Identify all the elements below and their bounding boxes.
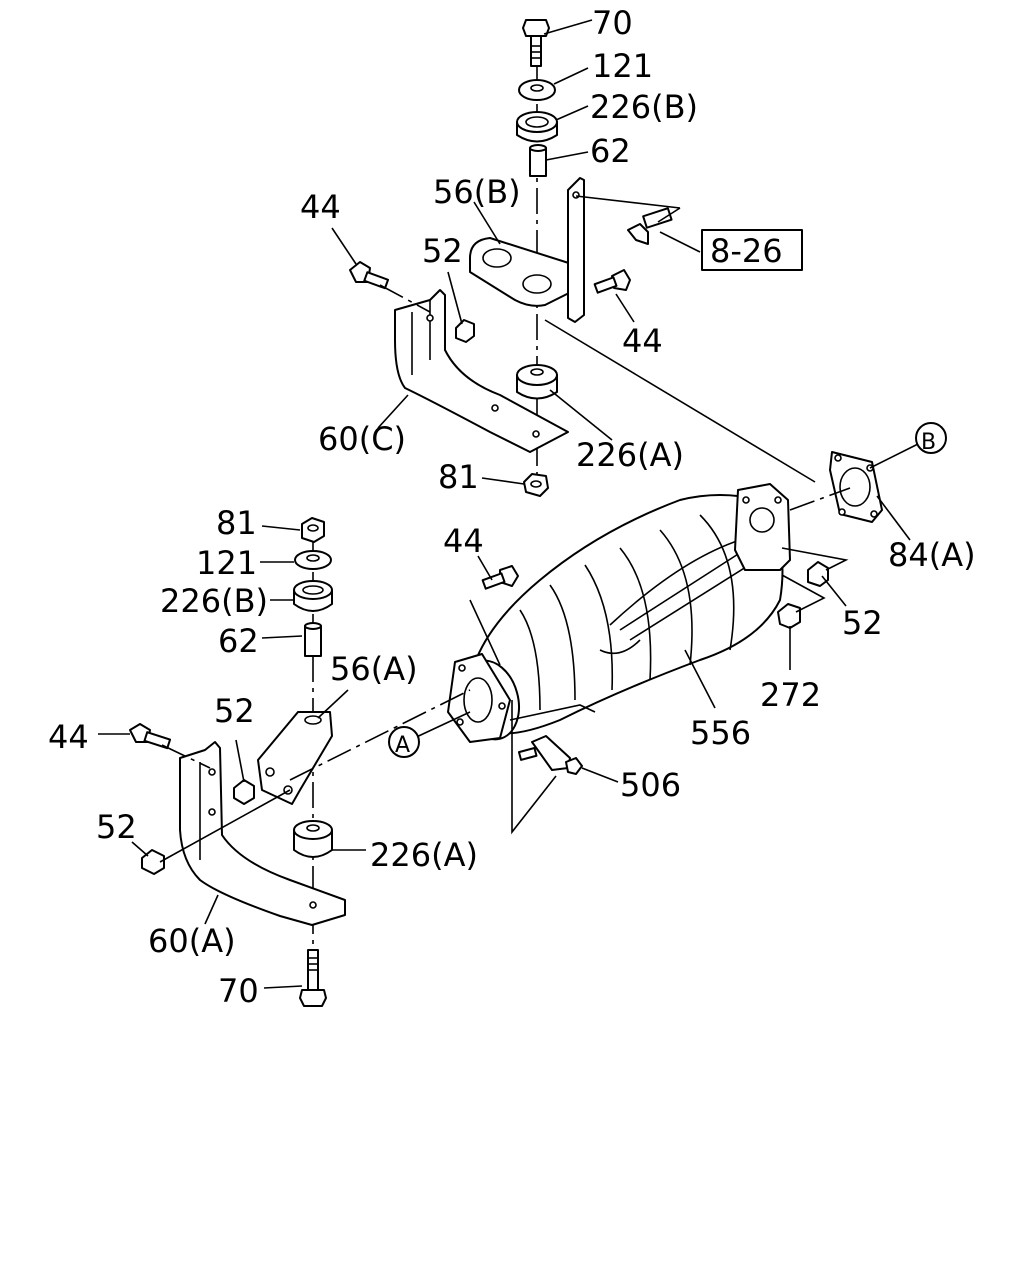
bolt-44-mid [481,565,519,590]
muffler-556 [447,483,791,743]
label-52-left-upper: 52 [214,692,255,730]
label-52-top: 52 [422,232,463,270]
bushing-226b-left [293,580,333,612]
label-44-left: 44 [48,718,89,756]
washer-121-left [294,550,332,570]
rubber-226a-top [516,364,558,400]
label-84a: 84(A) [888,536,976,574]
bolt-44-left [129,723,211,769]
bolt-70-top [522,19,550,67]
bracket-56a [257,711,333,805]
leader-lines [98,19,919,989]
label-81-top: 81 [438,458,479,496]
bolt-44-top-right [593,269,631,294]
label-62-top: 62 [590,132,631,170]
washer-121-top [518,79,556,101]
nut-52-right [807,561,829,587]
gasket-centerline [789,487,851,511]
label-56a: 56(A) [330,650,418,688]
label-44-mid: 44 [443,522,484,560]
label-272: 272 [760,676,821,714]
label-circle-a: A [395,733,410,758]
rubber-226a-left [293,820,333,858]
label-226b-left: 226(B) [160,582,268,620]
bracket-506 [511,700,583,835]
label-44-top-right: 44 [622,322,663,360]
label-circle-b: B [921,430,936,455]
bracket-60a [179,741,346,926]
bushing-226b-top [516,111,558,143]
label-70-top: 70 [592,4,633,42]
label-226a-left: 226(A) [370,836,478,874]
part-labels: 70 121 226(B) 62 56(B) 8-26 44 52 44 60(… [48,4,976,1010]
bolt-8-26 [575,195,681,245]
label-506: 506 [620,766,681,804]
nut-272 [777,603,801,629]
label-226a-top: 226(A) [576,436,684,474]
reference-circle-b [915,422,947,454]
connection-line-top [544,319,816,483]
label-52-right: 52 [842,604,883,642]
reference-box [701,229,803,271]
bracket-56b [469,177,585,323]
label-44-top-left: 44 [300,188,341,226]
label-226b-top: 226(B) [590,88,698,126]
nut-52-left-upper [233,779,255,805]
muffler-to-56b-line [469,599,501,666]
connection-line-left [289,689,471,781]
leader-52-lower-line [159,789,291,863]
label-121-top: 121 [592,47,653,85]
label-121-left: 121 [196,544,257,582]
bolt-44-top-left [349,261,431,313]
nut-81-left [301,517,325,543]
label-60c: 60(C) [318,420,406,458]
bolt-70-bottom [299,949,327,1007]
label-60a: 60(A) [148,922,236,960]
label-556: 556 [690,714,751,752]
sleeve-62-left [304,622,322,657]
nut-81-top [523,473,549,497]
label-52-left-lower: 52 [96,808,137,846]
nut-52-top [455,319,475,343]
label-56b: 56(B) [433,173,521,211]
label-62-left: 62 [218,622,259,660]
label-81-left: 81 [216,504,257,542]
gasket-84a [829,451,883,523]
label-8-26: 8-26 [710,232,783,270]
bracket-60c [394,289,569,453]
reference-circle-a [388,726,420,758]
sleeve-62-top [529,144,547,177]
leader-52-272-bracket [781,547,849,613]
label-70-bottom: 70 [218,972,259,1010]
